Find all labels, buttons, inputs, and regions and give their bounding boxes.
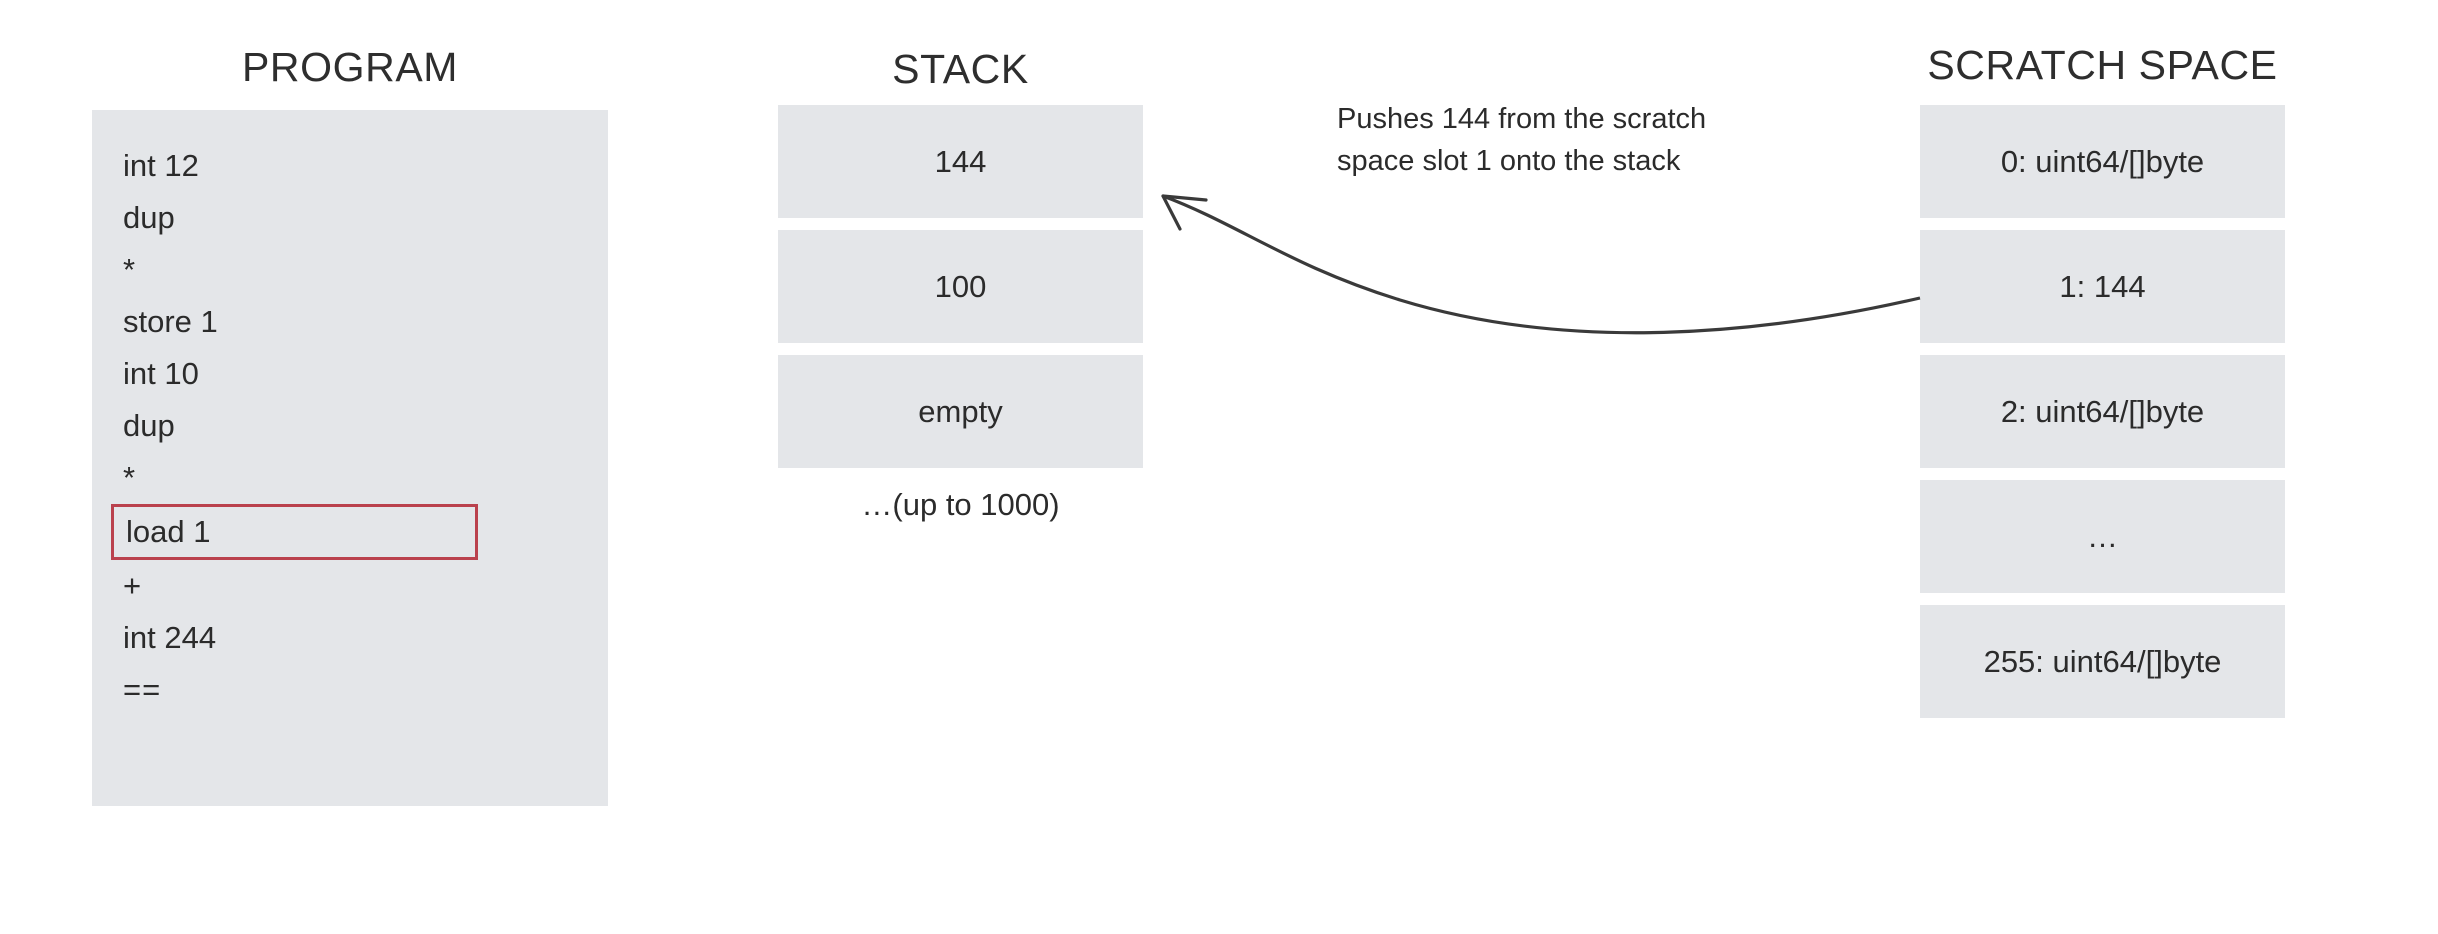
scratch-space-slot-list: 0: uint64/[]byte 1: 144 2: uint64/[]byte … 2… [1920, 105, 2285, 730]
annotation-line-1: Pushes 144 from the scratch [1337, 103, 1707, 135]
program-instruction-list: int 12 dup * store 1 int 10 dup * load 1 + int 24… [92, 110, 608, 716]
scratch-space-slot: … [1920, 480, 2285, 593]
program-column-heading: PROGRAM [241, 44, 459, 90]
program-line: dup [123, 408, 175, 443]
arrow-head [1161, 194, 1208, 231]
program-panel: int 12 dup * store 1 int 10 dup * load 1 + int 24… [92, 110, 608, 806]
stack-column-heading: STACK [892, 46, 1029, 92]
stack-capacity-footnote: …(up to 1000) [861, 487, 1060, 522]
scratch-space-slot: 0: uint64/[]byte [1920, 105, 2285, 218]
program-line: dup [123, 200, 175, 235]
annotation-callout: Pushes 144 from the scratch space slot 1… [1337, 98, 1797, 182]
program-line-highlighted: load 1 [111, 504, 478, 560]
program-line: store 1 [123, 304, 218, 339]
program-line: + [123, 568, 143, 603]
stack-slot: 144 [778, 105, 1143, 218]
stack-slot-list: 144 100 empty [778, 105, 1143, 480]
stack-slot: 100 [778, 230, 1143, 343]
scratch-space-slot: 255: uint64/[]byte [1920, 605, 2285, 718]
program-line: int 244 [123, 620, 217, 655]
program-line: * [123, 252, 137, 287]
program-line: int 10 [123, 356, 199, 391]
annotation-line-2: space slot 1 onto the stack [1337, 145, 1681, 177]
scratch-space-column-heading: SCRATCH SPACE [1927, 42, 2278, 88]
scratch-space-slot: 1: 144 [1920, 230, 2285, 343]
program-line: * [123, 460, 137, 495]
program-line: int 12 [123, 148, 199, 183]
program-line: == [123, 672, 162, 707]
scratch-space-slot: 2: uint64/[]byte [1920, 355, 2285, 468]
arrow-curve-path [1162, 194, 1921, 335]
stack-slot: empty [778, 355, 1143, 468]
